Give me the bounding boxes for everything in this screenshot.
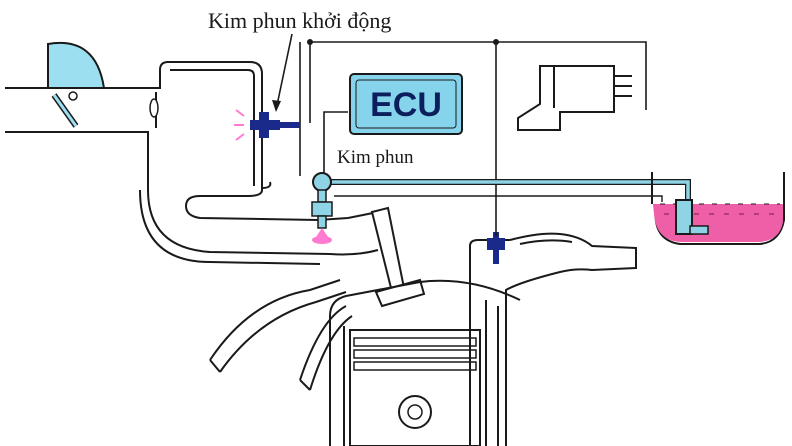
air-valve-icon: [149, 98, 159, 118]
fuel-pump-icon: [675, 199, 709, 235]
wiring: [299, 41, 647, 236]
wire-junction: [493, 39, 499, 45]
cylinder: [329, 279, 521, 446]
coolant-passage: [469, 232, 637, 446]
piston: [349, 329, 481, 446]
timer-switch-icon: [517, 65, 632, 131]
intake-manifold: [139, 181, 379, 265]
ecu-label: ECU: [370, 86, 442, 124]
wire-junction: [307, 39, 313, 45]
injector-label: Kim phun: [337, 147, 414, 168]
thermo-time-switch-icon: [487, 232, 505, 264]
intake-valve: [370, 206, 426, 308]
intake-tube: [5, 61, 263, 190]
ecu-box-icon: [349, 73, 463, 135]
injector: [311, 172, 333, 244]
callout-arrow: [272, 33, 293, 112]
cold-start-injector-label: Kim phun khởi động: [208, 8, 392, 33]
throttle-valve-icon: [47, 42, 106, 128]
cold-start-injector: [234, 109, 300, 141]
